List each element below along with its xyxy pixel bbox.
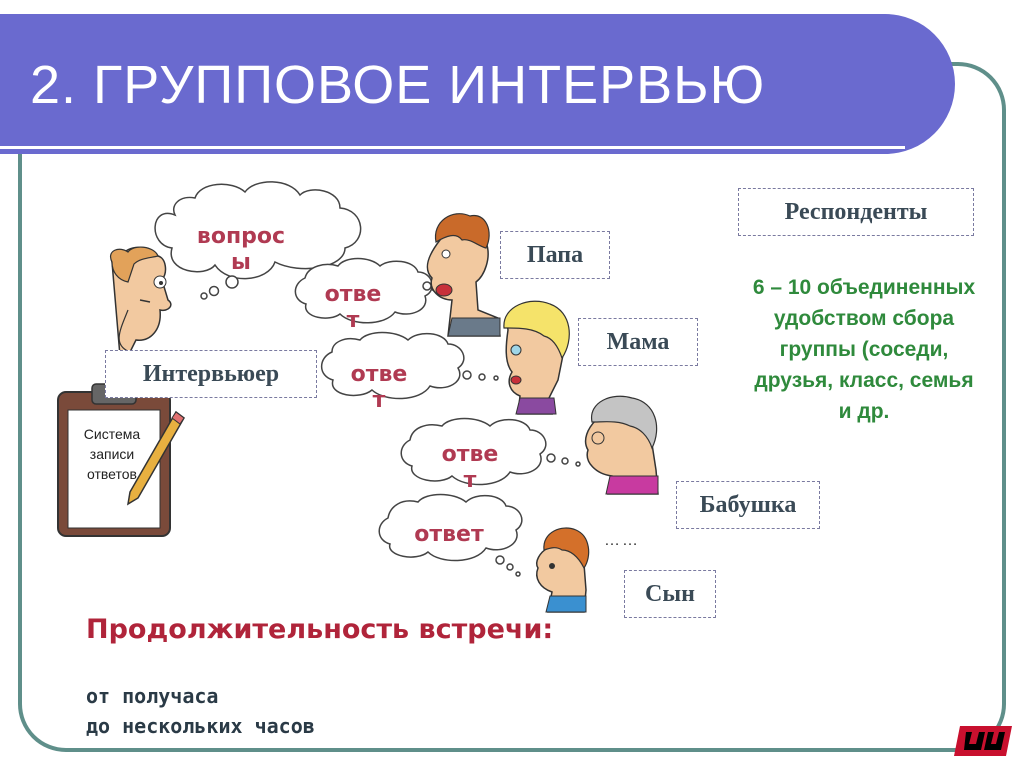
recording-system-text: Система записи ответов [70, 424, 154, 484]
bubble-line: отве [324, 282, 382, 307]
mama-figure [503, 300, 570, 415]
duration-line-2: до нескольких часов [86, 714, 315, 738]
ellipsis: …… [604, 532, 640, 549]
answer-bubble-syn [378, 493, 523, 577]
description-line: группы (соседи, [779, 338, 949, 361]
logo-icon [954, 726, 1012, 756]
interviewer-label: Интервьюер [105, 350, 317, 398]
papa-figure [426, 213, 501, 337]
description-line: друзья, класс, семья [754, 369, 974, 392]
respondents-header: Респонденты [738, 188, 974, 236]
bubble-line: т [372, 388, 386, 413]
clip-line: записи [89, 446, 135, 462]
bubble-line: отве [350, 362, 408, 387]
clip-line: ответов [87, 466, 137, 482]
babushka-figure [584, 395, 659, 495]
interviewer-figure [110, 246, 201, 357]
syn-figure [536, 527, 590, 613]
duration-line-1: от получаса [86, 684, 219, 708]
answer-text-papa: отве т [318, 282, 388, 334]
questions-bubble-text: вопрос ы [196, 224, 286, 276]
bubble-line: т [463, 468, 477, 493]
pencil-icon [126, 410, 185, 506]
duration-title: Продолжительность встречи: [86, 614, 554, 645]
respondent-label-papa: Папа [500, 231, 610, 279]
questions-bubble [154, 181, 362, 300]
title-underline [0, 146, 905, 149]
respondents-description: 6 – 10 объединенных удобством сбора груп… [716, 272, 1012, 427]
bubble-line: отве [441, 442, 499, 467]
description-line: 6 – 10 объединенных [752, 276, 976, 299]
clip-line: Система [83, 426, 141, 442]
respondent-label-babushka: Бабушка [676, 481, 820, 529]
answer-text-babushka: отве т [430, 442, 510, 494]
bubble-line: ы [231, 250, 251, 275]
answer-bubble-papa [294, 257, 438, 324]
answer-bubble-mama [320, 331, 499, 400]
answer-text-mama: отве т [344, 362, 414, 414]
slide-frame [18, 62, 1006, 752]
respondent-label-syn: Сын [624, 570, 716, 618]
title-bar: 2. ГРУППОВОЕ ИНТЕРВЬЮ [0, 14, 955, 154]
description-line: удобством сбора [773, 307, 955, 330]
bubble-line: ответ [414, 522, 484, 547]
answer-text-syn: ответ [404, 522, 494, 548]
description-line: и др. [838, 400, 890, 423]
bubble-line: вопрос [196, 224, 286, 249]
bubble-line: т [346, 308, 360, 333]
answer-bubble-babushka [400, 417, 581, 486]
slide-title: 2. ГРУППОВОЕ ИНТЕРВЬЮ [30, 55, 766, 115]
respondent-label-mama: Мама [578, 318, 698, 366]
